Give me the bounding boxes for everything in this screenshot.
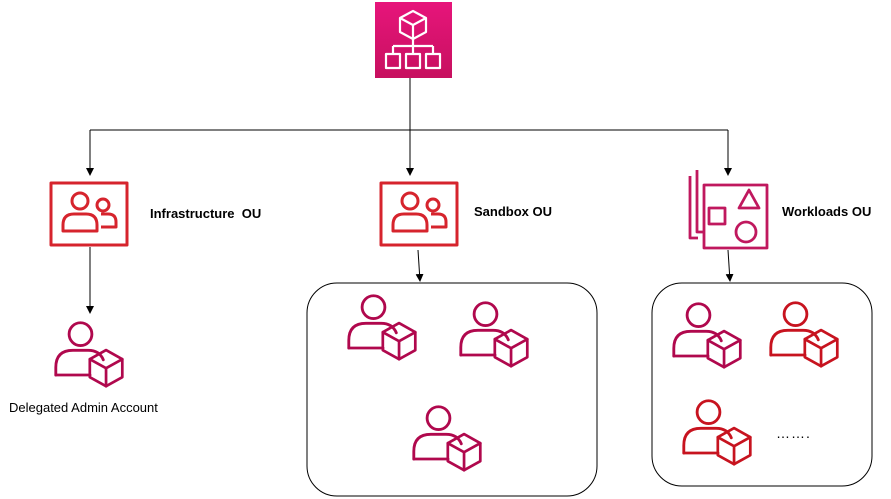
workloads-accounts-container bbox=[651, 282, 873, 487]
workloads-ou-label: Workloads OU bbox=[782, 204, 872, 219]
more-accounts-indicator: ……. bbox=[776, 425, 811, 441]
infrastructure-ou-icon bbox=[49, 181, 129, 247]
connector-workloads-to-container bbox=[725, 249, 734, 282]
infrastructure-ou-label: Infrastructure OU bbox=[150, 206, 262, 221]
sandbox-account-icon bbox=[347, 294, 417, 361]
sandbox-account-icon bbox=[459, 301, 529, 368]
delegated-admin-label: Delegated Admin Account bbox=[9, 400, 158, 415]
sandbox-accounts-container bbox=[306, 282, 598, 497]
connector-sandbox-to-container bbox=[415, 249, 424, 282]
sandbox-ou-icon bbox=[379, 181, 459, 247]
connectors bbox=[86, 78, 734, 314]
workloads-account-icon bbox=[769, 301, 839, 368]
organization-root-icon bbox=[375, 2, 452, 78]
workloads-ou-icon bbox=[688, 170, 769, 250]
delegated-admin-account-icon bbox=[54, 321, 124, 388]
workloads-account-icon bbox=[682, 399, 752, 466]
sandbox-account-icon bbox=[412, 405, 482, 472]
workloads-account-icon bbox=[672, 302, 742, 369]
sandbox-ou-label: Sandbox OU bbox=[474, 204, 553, 219]
